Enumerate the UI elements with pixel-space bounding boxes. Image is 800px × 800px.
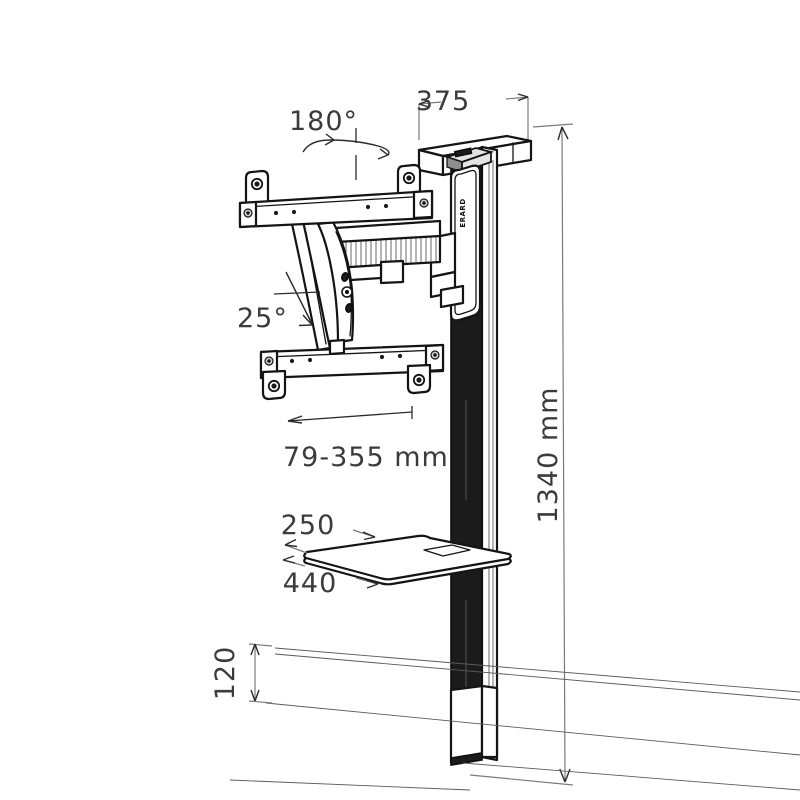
depth-range-label: 79-355 mm	[283, 442, 449, 473]
accessory-shelf	[303, 534, 512, 586]
dimension-shelf-depth	[284, 529, 376, 554]
rotation-symbol-180	[302, 128, 390, 180]
column-slider-carriage: ERARD	[449, 164, 482, 322]
lower-vesa-rail	[259, 338, 445, 401]
floor-clearance-label: 120	[210, 646, 241, 701]
total-height-label: 1340 mm	[533, 387, 564, 524]
depth-range-dimension	[287, 406, 413, 424]
dimension-shelf-width	[282, 555, 379, 589]
dimension-top-width	[418, 93, 529, 140]
rotation-angle-label: 180°	[289, 106, 358, 137]
floor-reference-lines	[229, 647, 800, 791]
telescoping-extension-arm	[334, 219, 442, 285]
tilt-symbol-25	[273, 271, 321, 327]
dimension-floor-clearance	[248, 643, 273, 704]
tilt-angle-label: 25°	[237, 303, 288, 334]
arm-root-block	[429, 231, 465, 309]
shelf-width-label: 440	[283, 568, 338, 599]
brand-logo-text: ERARD	[459, 198, 467, 227]
upper-vesa-rail	[238, 163, 434, 229]
shelf-depth-label: 250	[281, 510, 336, 541]
top-shelf-width-label: 375	[416, 86, 471, 117]
